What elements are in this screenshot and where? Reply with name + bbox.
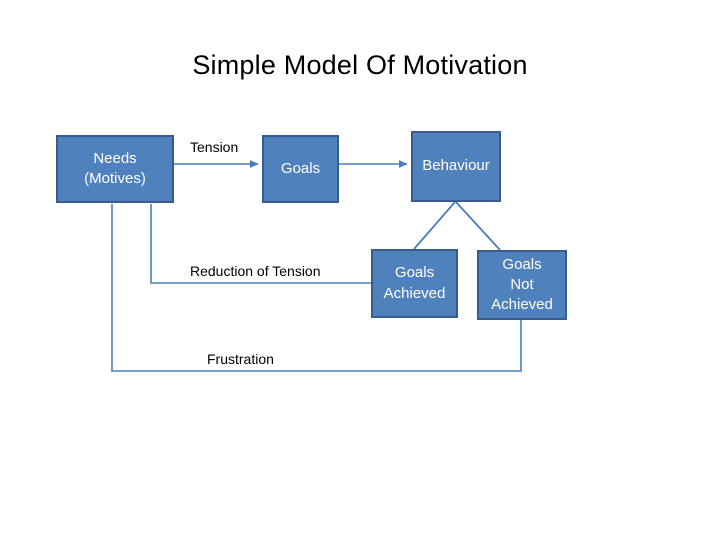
connector-reduction-of-tension xyxy=(150,204,371,284)
edge-label-reduction-of-tension: Reduction of Tension xyxy=(190,263,321,279)
connector-behaviour-to-goals-not-achieved xyxy=(455,201,501,251)
node-needs-motives[interactable]: Needs (Motives) xyxy=(56,135,174,203)
edge-label-frustration: Frustration xyxy=(207,351,274,367)
page-title: Simple Model Of Motivation xyxy=(192,50,528,80)
edge-label-tension: Tension xyxy=(190,139,239,155)
node-behaviour[interactable]: Behaviour xyxy=(411,131,501,202)
connector-behaviour-to-goals-achieved xyxy=(413,201,456,250)
node-goals-not-achieved[interactable]: Goals Not Achieved xyxy=(477,250,567,320)
node-goals-achieved[interactable]: Goals Achieved xyxy=(371,249,458,318)
node-goals[interactable]: Goals xyxy=(262,135,339,203)
connector-frustration xyxy=(111,204,522,372)
